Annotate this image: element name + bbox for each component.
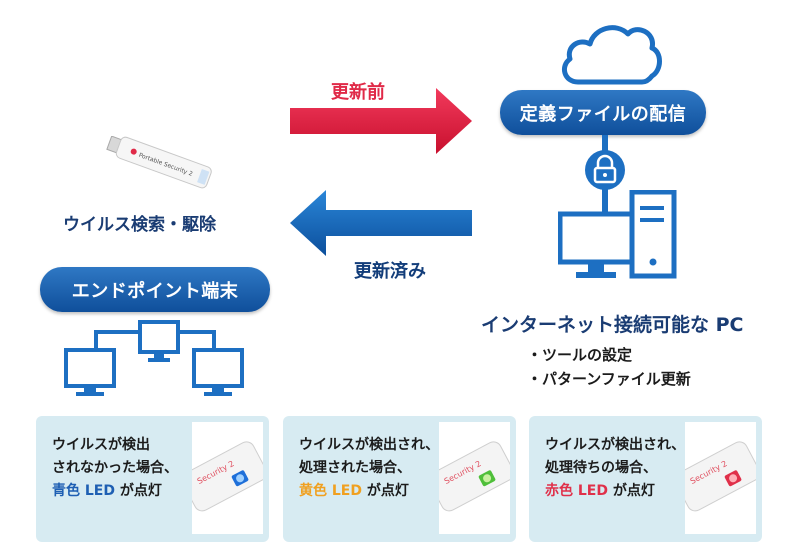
usb-stick-icon: Portable Security 2: [106, 136, 212, 189]
definition-distribution-pill: 定義ファイルの配信: [500, 90, 706, 135]
cloud-icon: [561, 25, 662, 85]
card-line-1: ウイルスが検出され、: [299, 437, 440, 453]
after-update-label: 更新済み: [354, 261, 426, 282]
usb-led-photo-blue: Security 2: [192, 422, 263, 534]
arrow-left-icon: [290, 190, 472, 256]
endpoint-label: エンドポイント端末: [71, 280, 239, 302]
led-card-red: ウイルスが検出され、 処理待ちの場合、 赤色 LED が点灯 Security …: [529, 416, 762, 542]
endpoint-pill: エンドポイント端末: [40, 267, 270, 312]
led-suffix: が点灯: [361, 483, 409, 499]
card-text: ウイルスが検出され、 処理待ちの場合、 赤色 LED が点灯: [545, 434, 695, 503]
bullet-tool-settings: ・ツールの設定: [527, 346, 633, 364]
arrow-right-icon: [290, 88, 472, 154]
pc-icon: [558, 190, 677, 279]
card-line-2: されなかった場合、: [52, 460, 178, 476]
usb-led-photo-red: Security 2: [685, 422, 756, 534]
led-label-red: 赤色 LED: [545, 483, 608, 499]
led-label-yellow: 黄色 LED: [299, 483, 362, 499]
card-line-2: 処理待ちの場合、: [545, 460, 657, 476]
card-line-1: ウイルスが検出され、: [545, 437, 686, 453]
card-line-1: ウイルスが検出: [52, 437, 150, 453]
endpoint-network-icon: [64, 320, 244, 396]
led-card-yellow: ウイルスが検出され、 処理された場合、 黄色 LED が点灯 Security …: [283, 416, 516, 542]
led-suffix: が点灯: [114, 483, 162, 499]
definition-distribution-label: 定義ファイルの配信: [519, 103, 687, 125]
led-card-blue: ウイルスが検出 されなかった場合、 青色 LED が点灯 Security 2: [36, 416, 269, 542]
led-label-blue: 青色 LED: [52, 483, 115, 499]
before-update-label: 更新前: [331, 82, 385, 103]
card-text: ウイルスが検出され、 処理された場合、 黄色 LED が点灯: [299, 434, 449, 503]
pc-title: インターネット接続可能な PC: [481, 314, 744, 336]
pc-bullets: ・ツールの設定 ・パターンファイル更新: [527, 343, 691, 391]
led-suffix: が点灯: [607, 483, 655, 499]
lock-icon: [585, 150, 625, 190]
scan-remove-caption: ウイルス検索・駆除: [63, 215, 216, 235]
usb-led-photo-yellow: Security 2: [439, 422, 510, 534]
card-line-2: 処理された場合、: [299, 460, 411, 476]
card-text: ウイルスが検出 されなかった場合、 青色 LED が点灯: [52, 434, 202, 503]
bullet-pattern-update: ・パターンファイル更新: [527, 370, 691, 388]
